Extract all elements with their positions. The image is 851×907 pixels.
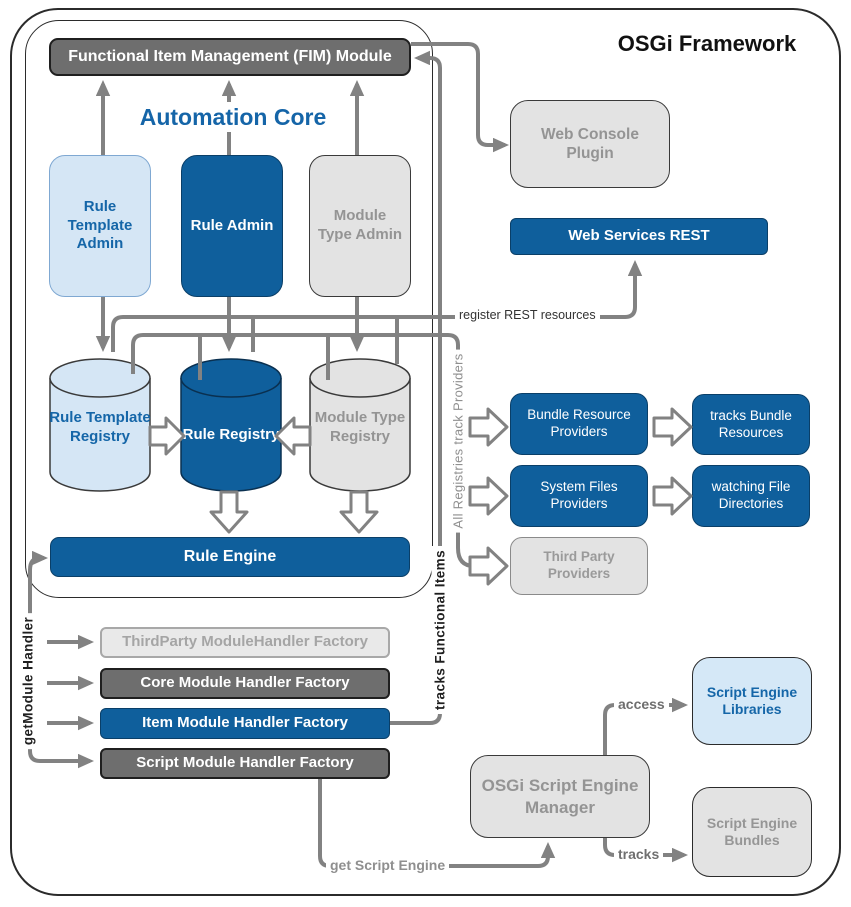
- rule-template-admin-box: Rule Template Admin: [49, 155, 151, 297]
- rule-registry-cylinder: [179, 357, 283, 493]
- osgi-script-engine-manager-box: OSGi Script Engine Manager: [470, 755, 650, 838]
- watching-file-directories-box: watching File Directories: [692, 465, 810, 527]
- module-type-admin-box: Module Type Admin: [309, 155, 411, 297]
- bundle-resource-providers-box: Bundle Resource Providers: [510, 393, 648, 455]
- script-engine-bundles-box: Script Engine Bundles: [692, 787, 812, 877]
- module-type-registry-label: Module Type Registry: [314, 409, 406, 445]
- tracks-bundle-resources-box: tracks Bundle Resources: [692, 394, 810, 455]
- web-services-rest-box: Web Services REST: [510, 218, 768, 255]
- register-rest-resources-label: register REST resources: [455, 308, 600, 322]
- rule-admin-box: Rule Admin: [181, 155, 283, 297]
- script-engine-libraries-box: Script Engine Libraries: [692, 657, 812, 745]
- script-module-handler-factory-box: Script Module Handler Factory: [100, 748, 390, 779]
- system-files-providers-box: System Files Providers: [510, 465, 648, 527]
- fim-module-box: Functional Item Management (FIM) Module: [49, 38, 411, 76]
- automation-core-title: Automation Core: [116, 102, 350, 132]
- rule-engine-box: Rule Engine: [50, 537, 410, 577]
- thirdparty-modulehandler-factory-box: ThirdParty ModuleHandler Factory: [100, 627, 390, 658]
- tracks-label: tracks: [614, 846, 664, 862]
- get-script-engine-label: get Script Engine: [326, 857, 450, 873]
- third-party-providers-box: Third Party Providers: [510, 537, 648, 595]
- rule-registry-label: Rule Registry: [182, 426, 280, 443]
- item-module-handler-factory-box: Item Module Handler Factory: [100, 708, 390, 739]
- rule-template-registry-label: Rule Template Registry: [49, 409, 151, 445]
- core-module-handler-factory-box: Core Module Handler Factory: [100, 668, 390, 699]
- osgi-framework-frame: [10, 8, 841, 896]
- web-console-plugin-box: Web Console Plugin: [510, 100, 670, 188]
- diagram-title: OSGi Framework: [617, 31, 797, 56]
- access-label: access: [614, 696, 669, 712]
- rule-template-registry-cylinder: [48, 357, 152, 493]
